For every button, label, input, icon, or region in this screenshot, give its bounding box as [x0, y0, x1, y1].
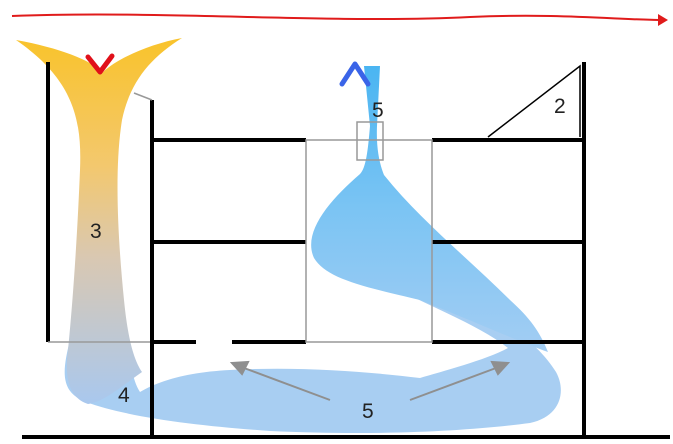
- arrow-right-head: [490, 360, 511, 376]
- wind-arrow: [11, 13, 668, 26]
- building-structure: [22, 62, 670, 439]
- inlet-arrows: [229, 360, 511, 401]
- label-ground: 4: [118, 384, 130, 407]
- arrow-right-line: [409, 367, 497, 401]
- label-top: 5: [372, 99, 384, 122]
- wind-line: [11, 13, 663, 21]
- arrow-right-icon: [658, 14, 668, 26]
- chevron-down-icon: [85, 53, 115, 75]
- roof-vent: [356, 121, 384, 161]
- chevron-up-icon: [339, 61, 371, 87]
- label-roof: 2: [554, 95, 566, 118]
- gray-details: [48, 92, 433, 343]
- label-inlet: 5: [362, 400, 374, 423]
- roof-triangle: [487, 64, 581, 138]
- stack-connector: [133, 92, 153, 101]
- arrow-left-line: [243, 367, 331, 401]
- arrow-left-head: [229, 360, 250, 376]
- atrium-box: [305, 139, 433, 343]
- exhaust-flow: [16, 38, 182, 404]
- supply-flow: [311, 66, 548, 352]
- label-stack: 3: [90, 220, 102, 243]
